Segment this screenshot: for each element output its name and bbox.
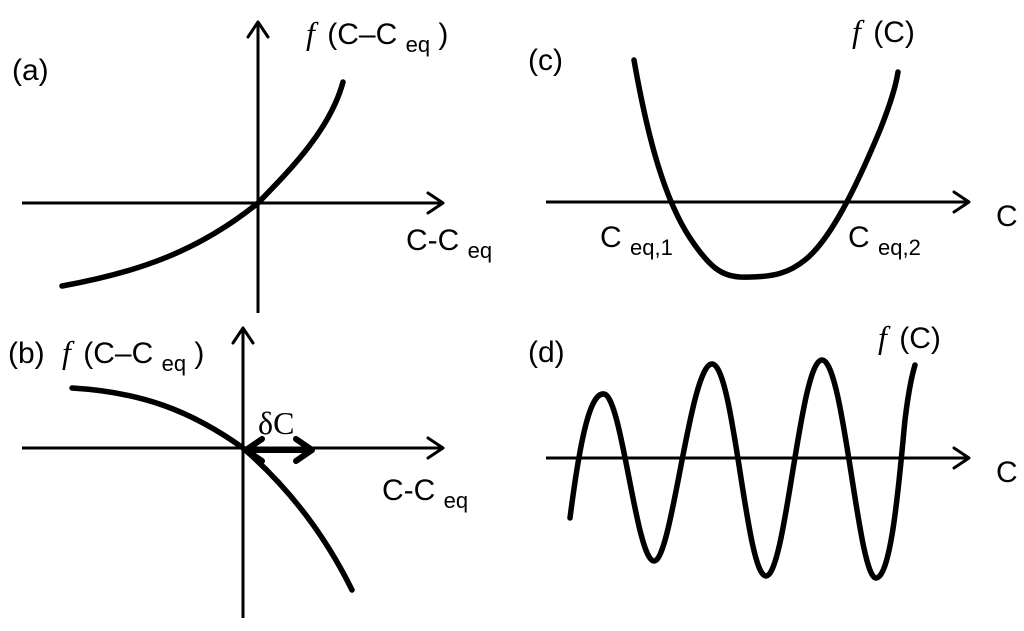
panel-c-root2-label: C eq,2 bbox=[848, 221, 921, 260]
panel-a-f-arg-sub: eq bbox=[406, 32, 430, 57]
panel-a: (a) f (C–C eq ) C-C eq bbox=[12, 15, 492, 313]
panel-b-delta-arrowhead-left bbox=[243, 436, 265, 464]
panel-c-root1-main: C bbox=[600, 221, 622, 254]
panel-a-x-label: C-C eq bbox=[406, 224, 492, 263]
panel-a-f-label: f (C–C eq ) bbox=[306, 15, 448, 59]
panel-b-f-arg-close: ) bbox=[194, 337, 204, 370]
panel-a-f-arg-open: (C–C bbox=[327, 18, 397, 51]
panel-a-x-arrowhead bbox=[426, 191, 445, 215]
panel-c-f-label: f (C) bbox=[852, 13, 915, 49]
panel-c-x-label: C bbox=[996, 200, 1018, 233]
panel-b-x-arrowhead bbox=[426, 436, 445, 460]
panel-d-f-label: f (C) bbox=[878, 319, 941, 355]
panel-b: δC (b) f (C–C eq ) C-C eq bbox=[8, 326, 468, 618]
panel-c-root1-sub: eq,1 bbox=[630, 235, 673, 260]
panel-c-root2-main: C bbox=[848, 221, 870, 254]
panel-d-f-arg: (C) bbox=[899, 322, 941, 355]
panel-d: (d) f (C) C bbox=[528, 319, 1018, 581]
panel-c-root2-sub: eq,2 bbox=[878, 235, 921, 260]
panel-a-y-arrowhead bbox=[246, 20, 270, 39]
panel-d-f-symbol: f bbox=[878, 319, 891, 355]
panel-c-x-arrowhead bbox=[952, 190, 971, 214]
panel-b-label: (b) bbox=[8, 337, 45, 370]
panel-b-f-arg-sub: eq bbox=[162, 351, 186, 376]
panel-c-f-symbol: f bbox=[852, 13, 865, 49]
panel-b-delta-arrowhead-right bbox=[293, 436, 315, 464]
panel-a-curve bbox=[59, 79, 346, 289]
panel-a-x-label-sub: eq bbox=[468, 238, 492, 263]
panel-b-x-label-main: C-C bbox=[382, 474, 435, 507]
panel-a-f-arg-close: ) bbox=[438, 18, 448, 51]
panel-d-x-arrowhead bbox=[952, 446, 971, 470]
panel-b-f-symbol: f bbox=[62, 334, 75, 370]
panel-a-x-label-main: C-C bbox=[406, 224, 459, 257]
panel-c-curve bbox=[631, 57, 901, 280]
panel-c-f-arg: (C) bbox=[873, 16, 915, 49]
panel-c: (c) f (C) C C eq,1 C eq,2 bbox=[528, 13, 1018, 280]
panel-b-x-label: C-C eq bbox=[382, 474, 468, 513]
panel-b-f-label: f (C–C eq ) bbox=[62, 334, 204, 378]
panel-d-curve bbox=[567, 357, 918, 581]
panel-b-f-arg-open: (C–C bbox=[83, 337, 153, 370]
panel-d-label: (d) bbox=[528, 336, 565, 369]
panel-a-label: (a) bbox=[12, 54, 49, 87]
panel-b-y-arrowhead bbox=[231, 326, 255, 345]
panel-c-root1-label: C eq,1 bbox=[600, 221, 673, 260]
panel-c-label: (c) bbox=[528, 44, 563, 77]
panel-b-curve bbox=[69, 385, 355, 593]
panel-b-delta-label: δC bbox=[258, 405, 294, 441]
panel-a-f-symbol: f bbox=[306, 15, 319, 51]
panel-d-x-label: C bbox=[996, 456, 1018, 489]
panel-b-x-label-sub: eq bbox=[444, 488, 468, 513]
